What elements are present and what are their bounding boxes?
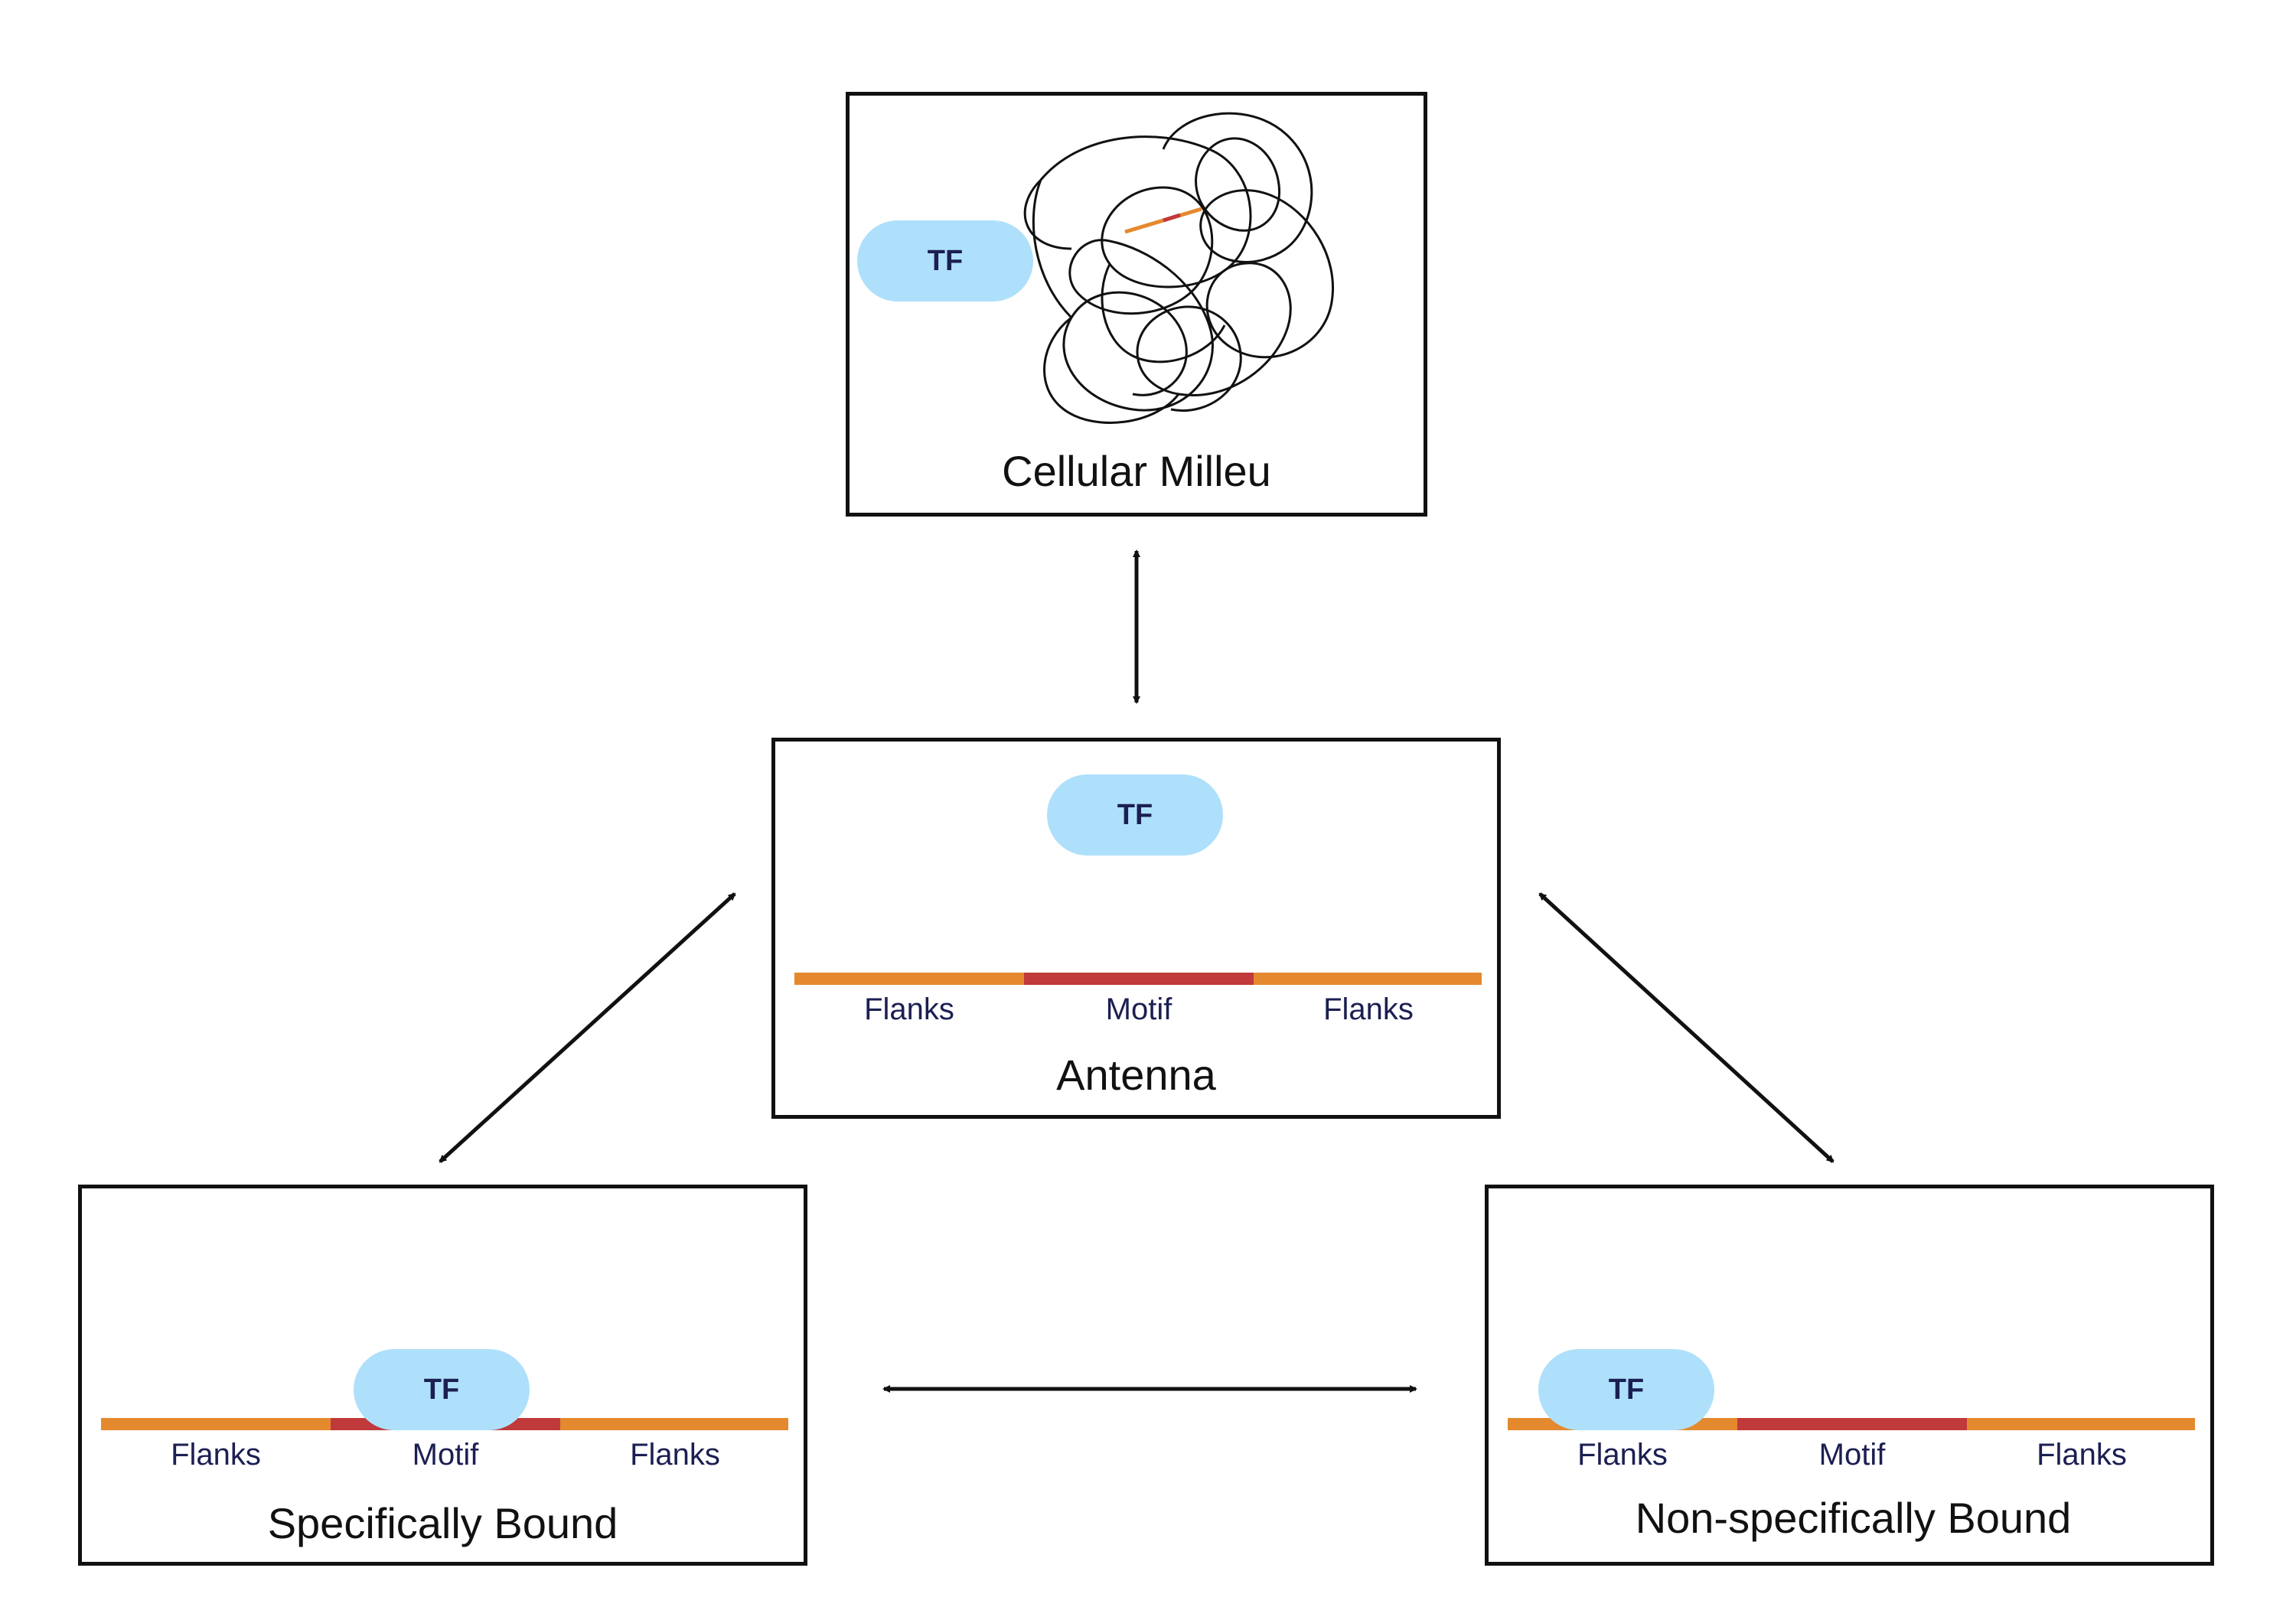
- label-flanks-left: Flanks: [171, 1438, 261, 1472]
- tf-pill-specific: TF: [354, 1349, 530, 1430]
- arrow-antenna-specific: [439, 892, 736, 1163]
- motif-segment: [1024, 973, 1254, 985]
- arrow-antenna-nonspecific: [1538, 892, 1835, 1163]
- tf-pill-antenna: TF: [1047, 774, 1223, 856]
- cellular-milieu-title: Cellular Milleu: [1002, 447, 1271, 495]
- label-flanks-right: Flanks: [2037, 1438, 2127, 1472]
- label-motif: Motif: [1818, 1438, 1886, 1472]
- label-flanks-right: Flanks: [1323, 993, 1414, 1026]
- non-specifically-bound-title: Non-specifically Bound: [1635, 1494, 2072, 1542]
- label-motif: Motif: [412, 1438, 479, 1472]
- label-flanks-right: Flanks: [630, 1438, 720, 1472]
- label-flanks-left: Flanks: [1577, 1438, 1668, 1472]
- motif-segment: [1737, 1418, 1967, 1430]
- dna-strand-antenna: [794, 973, 1482, 985]
- label-motif: Motif: [1105, 993, 1172, 1026]
- tf-pill-milieu: TF: [857, 220, 1033, 302]
- chromatin-tangle: [1023, 112, 1334, 424]
- flank-segment-left: [101, 1418, 331, 1430]
- flank-segment-left: [794, 973, 1024, 985]
- specifically-bound-title: Specifically Bound: [267, 1499, 618, 1547]
- tf-pill-nonspecific: TF: [1538, 1349, 1714, 1430]
- antenna-title: Antenna: [1056, 1051, 1216, 1099]
- cellular-milieu-box: TF Cellular Milleu: [846, 92, 1427, 517]
- flank-segment-right: [560, 1418, 788, 1430]
- flank-segment-right: [1967, 1418, 2195, 1430]
- non-specifically-bound-box: TF Flanks Motif Flanks Non-specifically …: [1485, 1185, 2214, 1566]
- label-flanks-left: Flanks: [864, 993, 954, 1026]
- antenna-box: TF Flanks Motif Flanks Antenna: [771, 738, 1501, 1119]
- specifically-bound-box: TF Flanks Motif Flanks Specifically Boun…: [78, 1185, 807, 1566]
- flank-segment-right: [1254, 973, 1482, 985]
